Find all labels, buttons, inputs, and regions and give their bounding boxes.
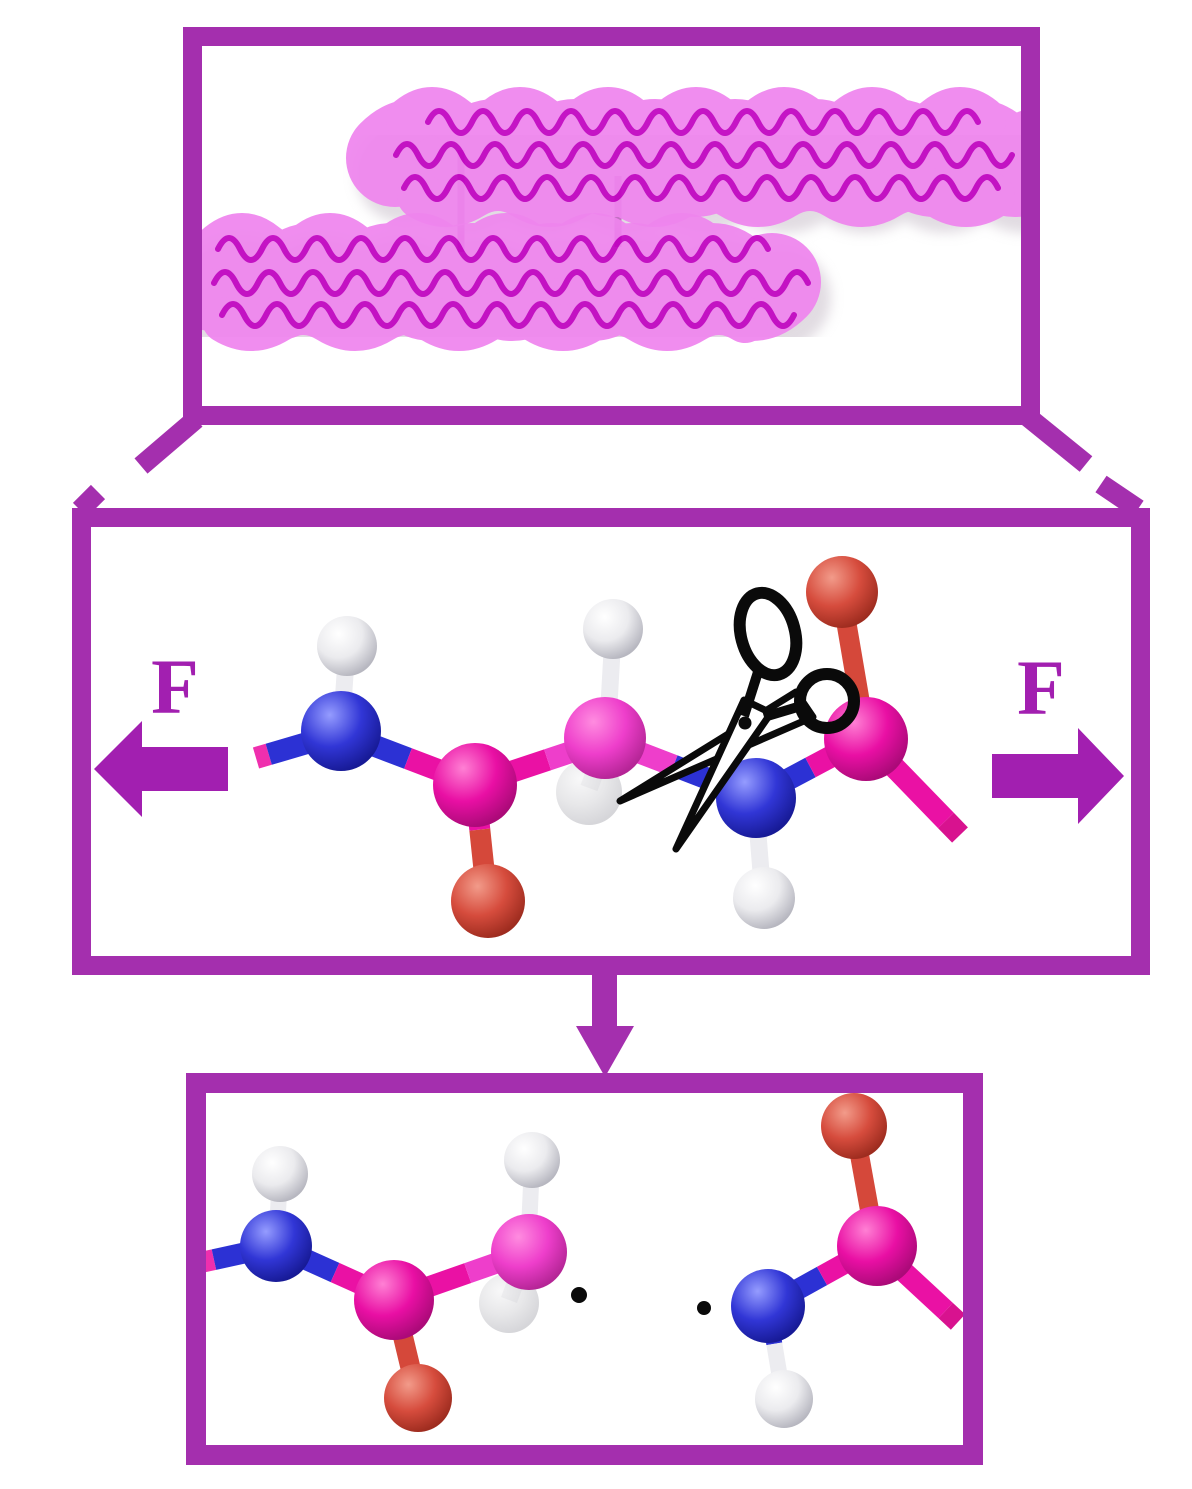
atom-N [240, 1210, 312, 1282]
scissors-icon [616, 586, 860, 853]
backbone-trace-lines [211, 235, 811, 329]
scissors-pivot [738, 716, 752, 730]
atom-O [821, 1093, 887, 1159]
force-arrow-left-icon [94, 721, 228, 817]
middle-panel-frame [72, 508, 1150, 975]
radical-electron-dot [697, 1301, 711, 1315]
bottom-panel-homolysis-products [186, 1073, 983, 1465]
bond [252, 743, 272, 769]
atom-H [755, 1370, 813, 1428]
atom-C [837, 1206, 917, 1286]
scissors-handle-neck [739, 670, 763, 718]
atom-H [252, 1146, 308, 1202]
atom-CA [491, 1214, 567, 1290]
top-panel-polymer-chains [183, 27, 1040, 425]
radical-electron-dot [571, 1287, 587, 1303]
force-label-left: F [151, 643, 199, 730]
atom-H [583, 599, 643, 659]
atom-O [384, 1364, 452, 1432]
peptide-molecule-cleaved [200, 1093, 966, 1432]
atom-N [731, 1269, 805, 1343]
connector-left-segment [134, 411, 203, 474]
atom-H [504, 1132, 560, 1188]
force-label-right: F [1017, 644, 1065, 731]
middle-panel-force-scission: F F [72, 508, 1150, 975]
connector-left-tick [72, 484, 106, 518]
atom-N [716, 758, 796, 838]
scissors-handle-ring [794, 668, 860, 734]
polymer-chain-lower [202, 213, 821, 351]
atom-O [806, 556, 878, 628]
atom-H [317, 616, 377, 676]
atom-C [354, 1260, 434, 1340]
scissors-blade [672, 696, 775, 853]
top-panel-frame [183, 27, 1040, 425]
peptide-molecule-intact [252, 556, 968, 938]
atom-H [733, 867, 795, 929]
bond [938, 1302, 966, 1330]
down-arrow-icon [576, 975, 634, 1077]
connector-right-segment [1021, 409, 1093, 472]
atom-CA [564, 697, 646, 779]
connector-right-tick [1095, 475, 1144, 518]
atom-C [824, 697, 908, 781]
bond [938, 812, 968, 843]
scissors-handle-ring [733, 586, 803, 682]
polymer-chain-upper [346, 87, 1021, 227]
atom-C [433, 743, 517, 827]
backbone-trace-lines [393, 108, 1015, 202]
force-arrow-right-icon [992, 728, 1124, 824]
atom-O [451, 864, 525, 938]
zoom-connector-lines [72, 409, 1144, 518]
atom-N [301, 691, 381, 771]
bottom-panel-frame [186, 1073, 983, 1465]
